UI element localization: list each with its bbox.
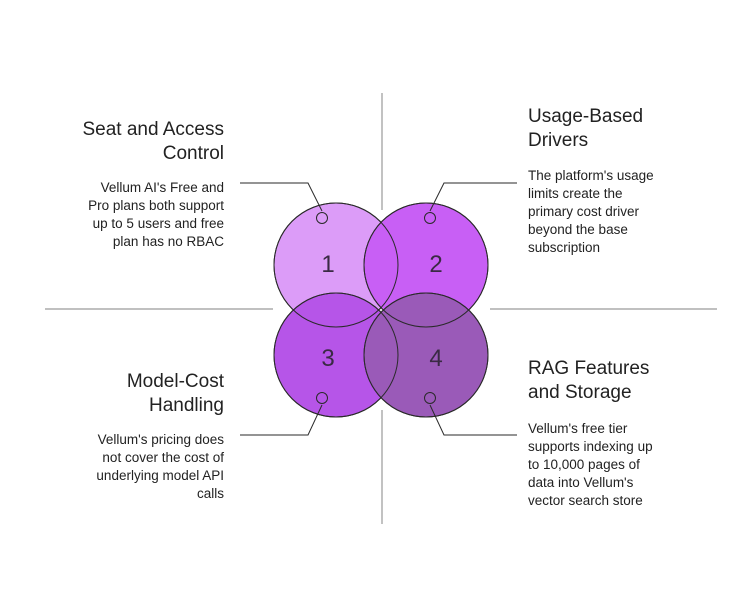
block-1-title-line-1: Seat and Access [82, 119, 224, 140]
block-3-text-line-4: calls [196, 486, 224, 501]
block-1-title: Seat and Access Control [40, 118, 224, 166]
block-4-title-line-2: and Storage [528, 382, 632, 403]
block-1-description: Vellum AI's Free and Pro plans both supp… [40, 179, 224, 251]
block-4-text-line-5: vector search store [528, 493, 643, 508]
block-4-text-line-4: data into Vellum's [528, 475, 634, 490]
endpoint-dot-1 [316, 212, 328, 224]
block-4-title: RAG Features and Storage [528, 357, 718, 405]
connector-4 [429, 404, 517, 436]
block-2-description: The platform's usage limits create the p… [528, 167, 688, 257]
block-2-title: Usage-Based Drivers [528, 105, 718, 153]
block-4-description: Vellum's free tier supports indexing up … [528, 420, 698, 510]
circle-3-outline [273, 292, 399, 418]
block-1-text-line-2: Pro plans both support [88, 198, 224, 213]
block-4-title-line-1: RAG Features [528, 358, 650, 379]
block-2-title-line-2: Drivers [528, 130, 589, 151]
block-3-title: Model-Cost Handling [40, 370, 224, 418]
block-1-text-line-1: Vellum AI's Free and [100, 180, 224, 195]
block-3-title-line-1: Model-Cost [126, 371, 224, 392]
circle-number-1: 1 [321, 251, 334, 278]
block-2-text-line-1: The platform's usage [528, 168, 654, 183]
circle-4-outline [363, 292, 489, 418]
endpoint-dot-3 [316, 392, 328, 404]
block-2-text-line-5: subscription [528, 240, 601, 255]
block-1-title-line-2: Control [162, 143, 224, 164]
connector-1 [240, 182, 323, 212]
circle-number-3: 3 [321, 345, 334, 372]
block-3-description: Vellum's pricing does not cover the cost… [40, 431, 224, 503]
block-3-text-line-3: underlying model API [96, 468, 224, 483]
block-4-text-line-2: supports indexing up [528, 439, 653, 454]
circle-2-outline [363, 202, 489, 328]
block-1-text-line-4: plan has no RBAC [112, 234, 224, 249]
circle-1-outline [273, 202, 399, 328]
circle-number-2: 2 [429, 251, 442, 278]
block-1-text-line-3: up to 5 users and free [92, 216, 224, 231]
connector-3 [240, 404, 323, 436]
block-2-text-line-2: limits create the [528, 186, 623, 201]
connector-2 [429, 182, 517, 212]
block-2-title-line-1: Usage-Based [528, 106, 644, 127]
block-4-text-line-3: to 10,000 pages of [528, 457, 640, 472]
endpoint-dot-4 [424, 392, 436, 404]
block-4-text-line-1: Vellum's free tier [528, 421, 628, 436]
block-3-text-line-2: not cover the cost of [102, 450, 224, 465]
block-3-title-line-2: Handling [149, 395, 224, 416]
endpoint-dot-2 [424, 212, 436, 224]
block-3-text-line-1: Vellum's pricing does [97, 432, 224, 447]
block-2-text-line-3: primary cost driver [528, 204, 640, 219]
block-rag-features-storage: RAG Features and Storage Vellum's free t… [528, 357, 718, 510]
block-model-cost-handling: Model-Cost Handling Vellum's pricing doe… [40, 370, 224, 503]
block-seat-access-control: Seat and Access Control Vellum AI's Free… [40, 118, 224, 251]
circle-number-4: 4 [429, 345, 442, 372]
block-usage-based-drivers: Usage-Based Drivers The platform's usage… [528, 105, 718, 257]
block-2-text-line-4: beyond the base [528, 222, 628, 237]
